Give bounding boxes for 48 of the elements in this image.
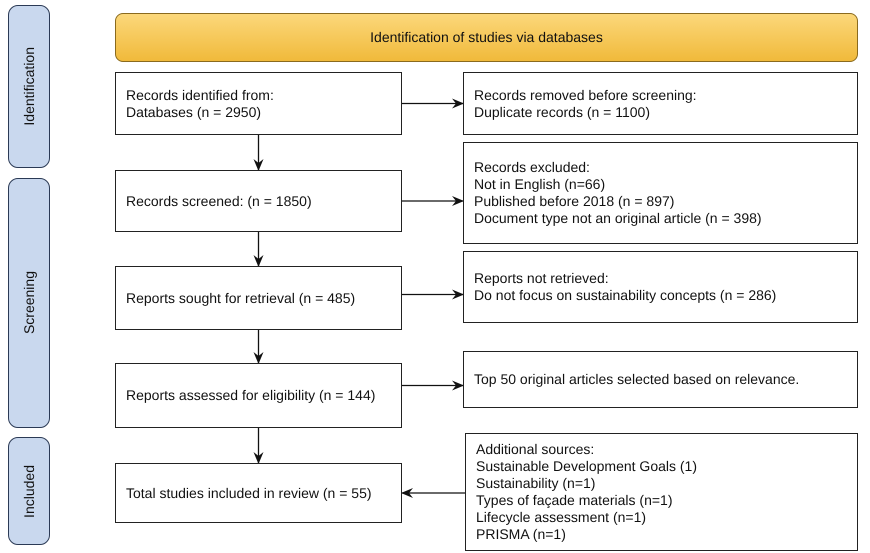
phase-band bbox=[8, 178, 50, 428]
box-text: Databases (n = 2950) bbox=[126, 104, 262, 120]
box-text: Not in English (n=66) bbox=[474, 176, 606, 193]
arrow bbox=[402, 98, 464, 108]
box-text: Document type not an original article (n = 398) bbox=[474, 210, 763, 227]
process-box bbox=[463, 351, 858, 408]
phase-label: Identification bbox=[20, 47, 38, 126]
header-box bbox=[115, 13, 858, 62]
process-box bbox=[115, 363, 402, 428]
box-heading: Reports not retrieved: bbox=[474, 270, 610, 287]
box-text: Records screened: (n = 1850) bbox=[126, 192, 313, 210]
process-box bbox=[115, 170, 402, 232]
box-text: Published before 2018 (n = 897) bbox=[474, 193, 676, 210]
box-text: Do not focus on sustainability concepts (n = 286) bbox=[474, 287, 778, 304]
box-text: Sustainability (n=1) bbox=[476, 475, 596, 492]
process-box bbox=[463, 72, 858, 135]
box-text: Types of façade materials (n=1) bbox=[476, 492, 674, 509]
arrow bbox=[254, 232, 264, 267]
process-box bbox=[115, 463, 402, 523]
box-text: Sustainable Development Goals (1) bbox=[476, 458, 698, 475]
process-box bbox=[463, 142, 858, 244]
box-text: Lifecycle assessment (n=1) bbox=[476, 509, 648, 526]
box-text: Reports assessed for eligibility (n = 144) bbox=[126, 387, 376, 404]
box-heading: Additional sources: bbox=[476, 441, 596, 458]
arrow bbox=[402, 196, 464, 206]
process-box bbox=[465, 433, 858, 551]
arrow bbox=[254, 135, 264, 171]
arrow bbox=[401, 488, 465, 498]
process-box bbox=[115, 266, 402, 330]
phase-band bbox=[8, 437, 50, 545]
box-text: Top 50 original articles selected based on relevance. bbox=[474, 371, 800, 388]
phase-label: Included bbox=[20, 464, 38, 518]
phase-band bbox=[8, 5, 50, 168]
box-text: Total studies included in review (n = 55) bbox=[126, 484, 373, 502]
box-heading: Records excluded: bbox=[474, 159, 591, 176]
arrow bbox=[254, 428, 264, 464]
arrow bbox=[402, 380, 464, 390]
box-text: Duplicate records (n = 1100) bbox=[474, 104, 651, 120]
phase-label: Screening bbox=[20, 271, 38, 335]
box-heading: Records identified from: bbox=[126, 86, 275, 104]
process-box bbox=[115, 72, 402, 135]
box-text: Reports sought for retrieval (n = 485) bbox=[126, 290, 356, 306]
header-text: Identification of studies via databases bbox=[370, 29, 603, 46]
arrow bbox=[254, 330, 264, 364]
box-heading: Records removed before screening: bbox=[474, 86, 698, 104]
box-text: PRISMA (n=1) bbox=[476, 526, 567, 543]
process-box bbox=[463, 251, 858, 323]
arrow bbox=[402, 290, 464, 300]
